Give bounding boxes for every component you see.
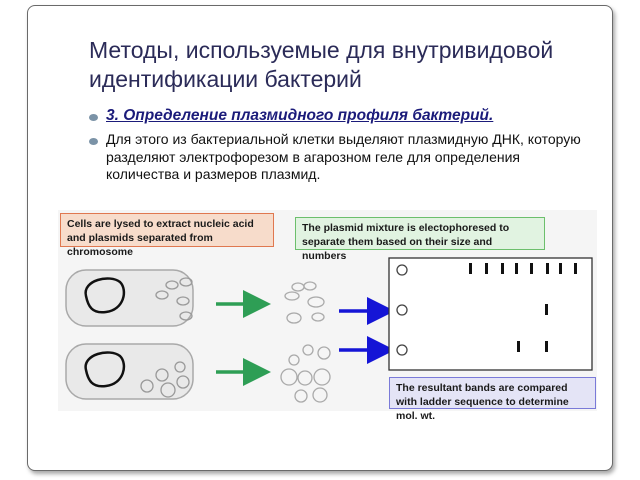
bullet-body-text: Для этого из бактериальной клетки выделя… — [106, 131, 581, 182]
slide-title: Методы, используемые для внутривидовой и… — [89, 37, 554, 92]
plasmid-profile-figure: Cells are lysed to extract nucleic acid … — [58, 210, 597, 422]
lysis-step-label: Cells are lysed to extract nucleic acid … — [60, 213, 274, 258]
bullet-marker-icon — [89, 138, 98, 145]
bullet-heading: 3. Определение плазмидного профиля бакте… — [106, 107, 494, 124]
electrophoresis-step-label: The plasmid mixture is electophoresed to… — [295, 217, 545, 262]
extracted-plasmids-bottom — [280, 344, 331, 403]
extracted-plasmids-top — [284, 281, 325, 324]
gel-bands — [469, 263, 577, 352]
bacterial-cell-top — [65, 269, 194, 327]
bacterial-cell-bottom — [65, 343, 194, 400]
bullet-marker-icon — [89, 114, 98, 121]
agarose-gel — [388, 257, 593, 371]
comparison-step-label: The resultant bands are compared with la… — [389, 377, 596, 422]
